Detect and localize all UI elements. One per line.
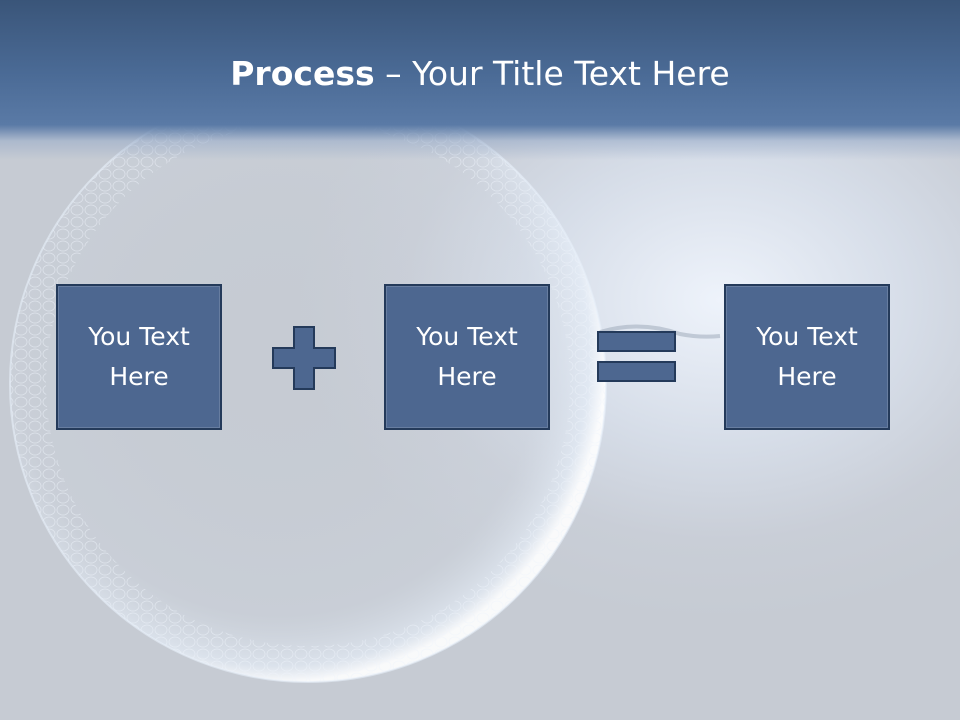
process-box-3-text: You Text Here <box>756 322 858 391</box>
plus-icon[interactable] <box>272 326 336 390</box>
title-bar <box>0 0 960 160</box>
title-bold: Process <box>230 54 375 93</box>
process-box-1-text: You Text Here <box>88 322 190 391</box>
process-box-2[interactable]: You Text Here <box>384 284 550 430</box>
process-box-3[interactable]: You Text Here <box>724 284 890 430</box>
process-box-2-text: You Text Here <box>416 322 518 391</box>
slide-title[interactable]: Process – Your Title Text Here <box>0 52 960 96</box>
title-rest: – Your Title Text Here <box>374 54 730 93</box>
process-box-1[interactable]: You Text Here <box>56 284 222 430</box>
equals-icon[interactable] <box>597 331 677 385</box>
